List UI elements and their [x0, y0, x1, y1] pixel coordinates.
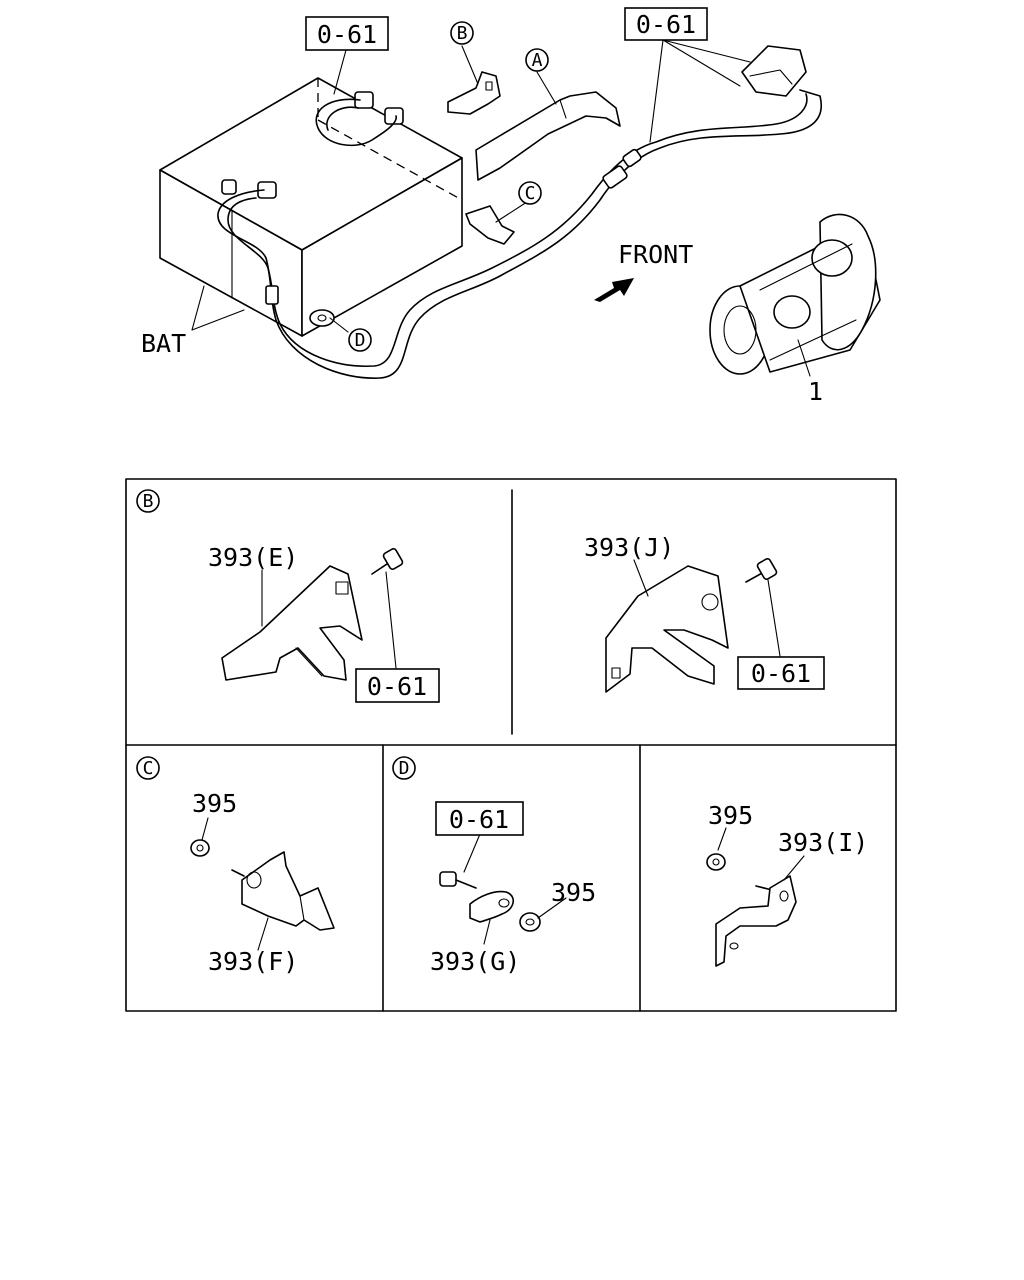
nut-395-c — [190, 839, 210, 857]
starter-terminal-connector — [741, 45, 807, 97]
svg-text:A: A — [532, 50, 543, 71]
bracket-393e — [221, 565, 363, 681]
svg-text:0-61: 0-61 — [751, 659, 811, 688]
bracket-393i — [715, 875, 797, 967]
detail-c: C 395 393(F) — [136, 756, 335, 976]
front-arrow — [594, 278, 634, 302]
nut-395-c-label: 395 — [192, 789, 237, 818]
part-393j-label: 393(J) — [584, 533, 674, 562]
battery — [159, 77, 463, 337]
ref-box-393e: 0-61 — [355, 668, 440, 703]
svg-text:D: D — [355, 330, 366, 351]
bracket-c — [465, 205, 515, 245]
bracket-a — [475, 91, 621, 181]
front-label: FRONT — [618, 240, 693, 269]
detail-d: D 0-61 395 393(G) — [392, 756, 596, 976]
nut-395-i-label: 395 — [708, 801, 753, 830]
bolt-c — [231, 869, 245, 877]
detail-b-title: B — [136, 489, 160, 513]
svg-text:B: B — [457, 23, 468, 44]
ref-box-d: 0-61 — [435, 801, 524, 836]
callout-c: C — [518, 181, 542, 205]
bolt-393e — [371, 548, 404, 575]
battery-label: BAT — [141, 329, 186, 358]
part-393e-label: 393(E) — [208, 543, 298, 572]
clamp-d — [309, 309, 335, 327]
part-393f-label: 393(F) — [208, 947, 298, 976]
detail-c-title: C — [136, 756, 160, 780]
nut-395-d — [519, 912, 541, 932]
ref-box-top-right: 0-61 — [624, 7, 708, 41]
svg-text:C: C — [525, 183, 536, 204]
ref-box-top-left: 0-61 — [305, 16, 389, 51]
svg-text:C: C — [143, 758, 154, 779]
bolt-d — [439, 871, 477, 889]
clamp-393g — [469, 890, 514, 923]
starter-part-number: 1 — [808, 377, 823, 406]
detail-b: B 393(E) 0-61 393(J) — [136, 489, 825, 703]
callout-b: B — [450, 21, 474, 45]
bolt-393j — [745, 558, 778, 583]
svg-text:B: B — [143, 491, 154, 512]
svg-text:D: D — [399, 758, 410, 779]
overview-leaders — [191, 39, 811, 377]
svg-text:0-61: 0-61 — [636, 10, 696, 39]
callout-d: D — [348, 328, 372, 352]
detail-d-title: D — [392, 756, 416, 780]
callout-a: A — [525, 48, 549, 72]
ref-box-393j: 0-61 — [737, 656, 825, 690]
svg-text:0-61: 0-61 — [367, 672, 427, 701]
detail-panels — [125, 478, 897, 1012]
svg-text:0-61: 0-61 — [317, 20, 377, 49]
nut-395-i — [706, 853, 726, 871]
overview-illustration: 0-61 0-61 A B C D FRONT BAT 1 — [141, 7, 881, 406]
part-393i-label: 393(I) — [778, 828, 868, 857]
bracket-b — [447, 71, 501, 115]
svg-text:0-61: 0-61 — [449, 805, 509, 834]
battery-cables — [217, 89, 822, 379]
starter-motor — [709, 213, 881, 375]
bracket-393f — [241, 851, 335, 931]
detail-i: 395 393(I) — [706, 801, 868, 967]
part-393g-label: 393(G) — [430, 947, 520, 976]
bracket-393j — [605, 565, 729, 693]
nut-395-d-label: 395 — [551, 878, 596, 907]
